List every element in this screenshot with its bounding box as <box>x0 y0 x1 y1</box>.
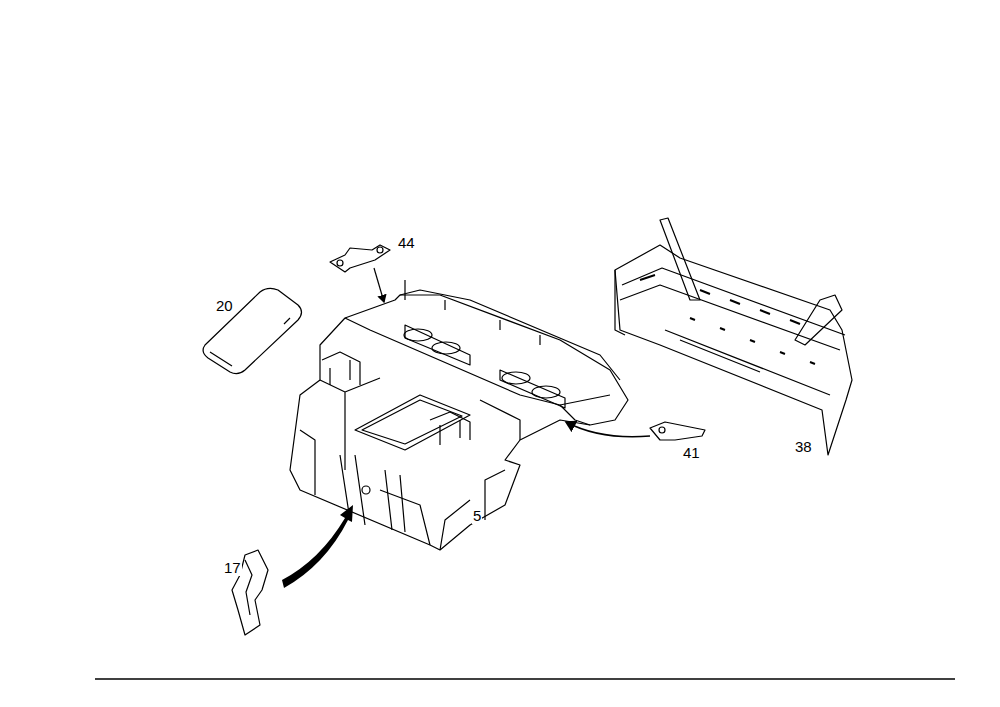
bracket <box>650 422 705 440</box>
callout-number: 20 <box>215 297 234 314</box>
callout-number: 41 <box>682 444 701 461</box>
floor-panel <box>290 280 628 550</box>
cover-plate <box>203 288 301 373</box>
rule-line <box>95 678 955 680</box>
bracket <box>330 245 390 272</box>
callout-number: 17 <box>223 559 242 576</box>
assembly-arrow <box>374 268 384 302</box>
callout-number: 5 <box>472 507 482 524</box>
assembly-arrow <box>282 505 353 588</box>
rear-panel <box>615 218 852 455</box>
callout-number: 38 <box>794 438 813 455</box>
callout-number: 44 <box>397 234 416 251</box>
assembly-arrow <box>566 422 650 437</box>
